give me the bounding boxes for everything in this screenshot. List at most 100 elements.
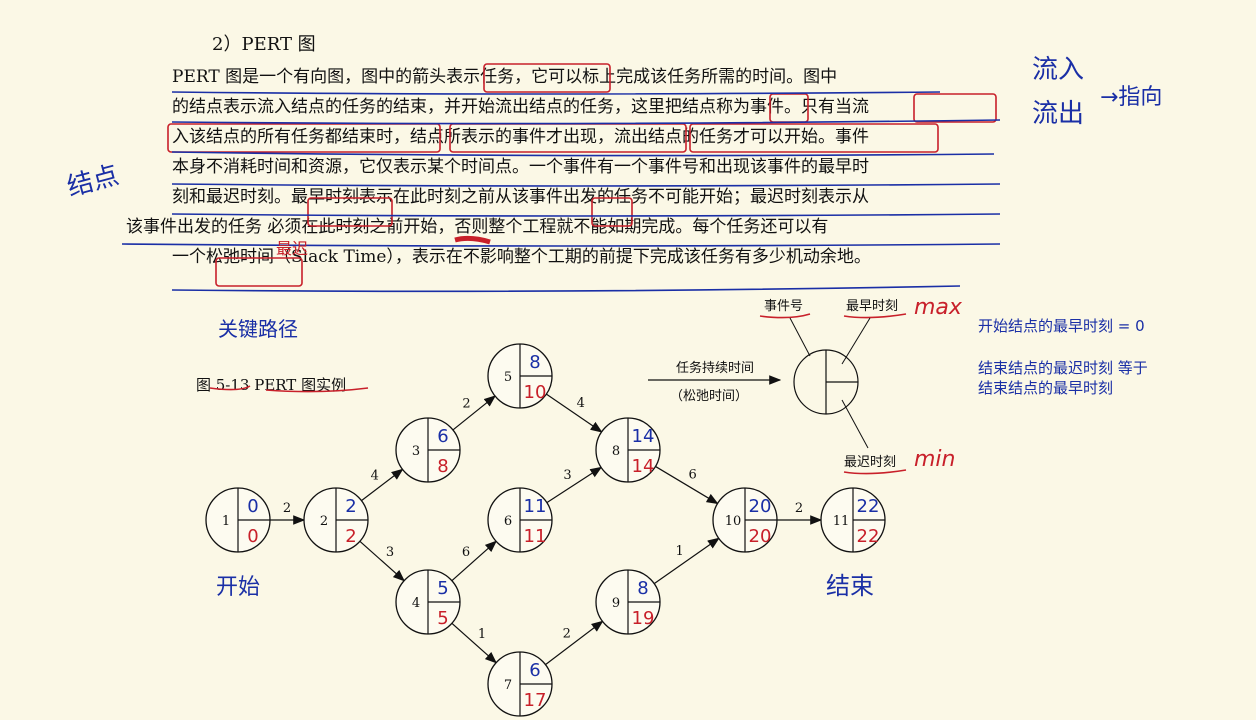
- legend-earliest: 最早时刻: [846, 299, 898, 314]
- edge-arrow: [451, 622, 498, 664]
- paragraph-line: 的结点表示流入结点的任务的结束，并开始流出结点的任务，这里把结点称为事件。只有当…: [172, 97, 869, 117]
- edge-arrow: [361, 468, 404, 502]
- edge-weight-label: 6: [462, 545, 470, 560]
- right-notes: 开始结点的最早时刻 = 0 结束结点的最迟时刻 等于 结束结点的最早时刻: [978, 316, 1148, 398]
- section-title: 2）PERT 图: [212, 34, 316, 55]
- edge-arrow: [545, 620, 604, 666]
- paragraph-line: 一个松弛时间（Slack Time），表示在不影响整个工期的前提下完成该任务有多…: [172, 247, 871, 267]
- edge-arrow: [359, 540, 406, 582]
- pert-definition-paragraph: PERT 图是一个有向图，图中的箭头表示任务，它可以标上完成该任务所需的时间。图…: [126, 62, 1002, 272]
- node-latest-time: 0: [247, 526, 258, 547]
- edge-weight-label: 2: [795, 501, 803, 516]
- pert-node-8: 8 14 14: [595, 417, 661, 483]
- note-end-node-1: 结束结点的最迟时刻 等于: [978, 359, 1148, 377]
- handwriting-notes: max min 流入 流出 →指向 开始 结束 结点 关键路径 最迟: [64, 55, 1162, 600]
- node-earliest-time: 20: [749, 496, 772, 517]
- node-latest-time: 5: [437, 608, 448, 629]
- node-latest-time: 14: [632, 456, 655, 477]
- note-end-node-2: 结束结点的最早时刻: [978, 379, 1114, 397]
- edge-weight-label: 3: [386, 545, 394, 560]
- node-earliest-time: 22: [857, 496, 880, 517]
- node-earliest-time: 6: [529, 660, 540, 681]
- handwriting-zhixiang: →指向: [1100, 85, 1162, 110]
- edge-arrow: [653, 537, 720, 585]
- node-event-number: 2: [320, 514, 328, 529]
- node-latest-time: 8: [437, 456, 448, 477]
- node-earliest-time: 2: [345, 496, 356, 517]
- node-event-number: 4: [412, 596, 420, 611]
- node-latest-time: 20: [749, 526, 772, 547]
- handwriting-max: max: [914, 295, 963, 320]
- paragraph-line: 本身不消耗时间和资源，它仅表示某个时间点。一个事件有一个事件号和出现该事件的最早…: [172, 157, 869, 177]
- pert-node-1: 1 0 0: [205, 487, 271, 553]
- node-earliest-time: 8: [529, 352, 540, 373]
- edge-weight-label: 4: [371, 468, 379, 483]
- node-event-number: 1: [222, 514, 230, 529]
- edge-weight-label: 4: [577, 396, 585, 411]
- paragraph-line: 入该结点的所有任务都结束时，结点所表示的事件才出现，流出结点的任务才可以开始。事…: [172, 127, 869, 147]
- handwriting-liuru: 流入: [1032, 55, 1084, 85]
- node-event-number: 6: [504, 514, 512, 529]
- node-event-number: 9: [612, 596, 620, 611]
- node-event-number: 11: [833, 514, 850, 529]
- edge-arrow: [546, 393, 603, 433]
- pert-node-5: 5 8 10: [487, 343, 553, 409]
- edge-arrow: [655, 465, 719, 505]
- handwriting-guanjian: 关键路径: [218, 317, 298, 341]
- paragraph-line: PERT 图是一个有向图，图中的箭头表示任务，它可以标上完成该任务所需的时间。图…: [172, 67, 838, 87]
- pert-node-7: 7 6 17: [487, 651, 553, 717]
- handwriting-min: min: [914, 447, 956, 472]
- legend-event-no: 事件号: [764, 299, 803, 314]
- edge-weight-label: 2: [563, 626, 571, 641]
- node-earliest-time: 14: [632, 426, 655, 447]
- handwriting-start: 开始: [216, 575, 260, 600]
- handwriting-liuchu: 流出: [1032, 99, 1084, 129]
- node-earliest-time: 0: [247, 496, 258, 517]
- paragraph-line: 刻和最迟时刻。最早时刻表示在此时刻之前从该事件出发的任务不可能开始；最迟时刻表示…: [172, 187, 869, 207]
- legend-task-duration: 任务持续时间: [676, 360, 754, 376]
- edge-weight-label: 3: [563, 468, 571, 483]
- pert-node-11: 11 22 22: [820, 487, 886, 553]
- legend-latest: 最迟时刻: [844, 455, 896, 470]
- edge-weight-label: 2: [283, 501, 291, 516]
- pert-node-9: 9 8 19: [595, 569, 661, 635]
- legend-slack-time: （松弛时间）: [670, 389, 748, 404]
- node-earliest-time: 11: [524, 496, 547, 517]
- node-latest-time: 19: [632, 608, 655, 629]
- handwriting-end: 结束: [826, 572, 874, 600]
- edge-weight-label: 2: [462, 397, 470, 412]
- handwriting-jiedian: 结点: [64, 160, 122, 202]
- edge-arrow: [452, 395, 497, 431]
- node-latest-time: 10: [524, 382, 547, 403]
- pert-node-6: 6 11 11: [487, 487, 553, 553]
- node-event-number: 7: [504, 678, 512, 693]
- node-latest-time: 22: [857, 526, 880, 547]
- node-latest-time: 17: [524, 690, 547, 711]
- diagram-legend: 任务持续时间 （松弛时间） 事件号 最早时刻 最迟时刻: [648, 299, 898, 470]
- node-earliest-time: 6: [437, 426, 448, 447]
- node-earliest-time: 8: [637, 578, 648, 599]
- handwritten-marks: [121, 63, 1001, 475]
- edge-weight-label: 1: [675, 544, 683, 559]
- node-latest-time: 11: [524, 526, 547, 547]
- pert-node-10: 10 20 20: [712, 487, 778, 553]
- handwriting-zuichi: 最迟: [276, 239, 308, 258]
- edge-arrow: [546, 466, 603, 504]
- node-event-number: 3: [412, 444, 420, 459]
- edge-arrow: [451, 540, 498, 582]
- node-event-number: 10: [725, 514, 742, 529]
- node-event-number: 8: [612, 444, 620, 459]
- paragraph-line: 该事件出发的任务 必须在此时刻之前开始，否则整个工程就不能如期完成。每个任务还可…: [126, 217, 829, 237]
- node-earliest-time: 5: [437, 578, 448, 599]
- node-latest-time: 2: [345, 526, 356, 547]
- edge-weight-label: 1: [478, 627, 486, 642]
- pert-node-3: 3 6 8: [395, 417, 461, 483]
- pert-node-2: 2 2 2: [303, 487, 369, 553]
- node-event-number: 5: [504, 370, 512, 385]
- edge-weight-label: 6: [689, 468, 697, 483]
- note-start-node: 开始结点的最早时刻 = 0: [978, 317, 1145, 335]
- pert-node-4: 4 5 5: [395, 569, 461, 635]
